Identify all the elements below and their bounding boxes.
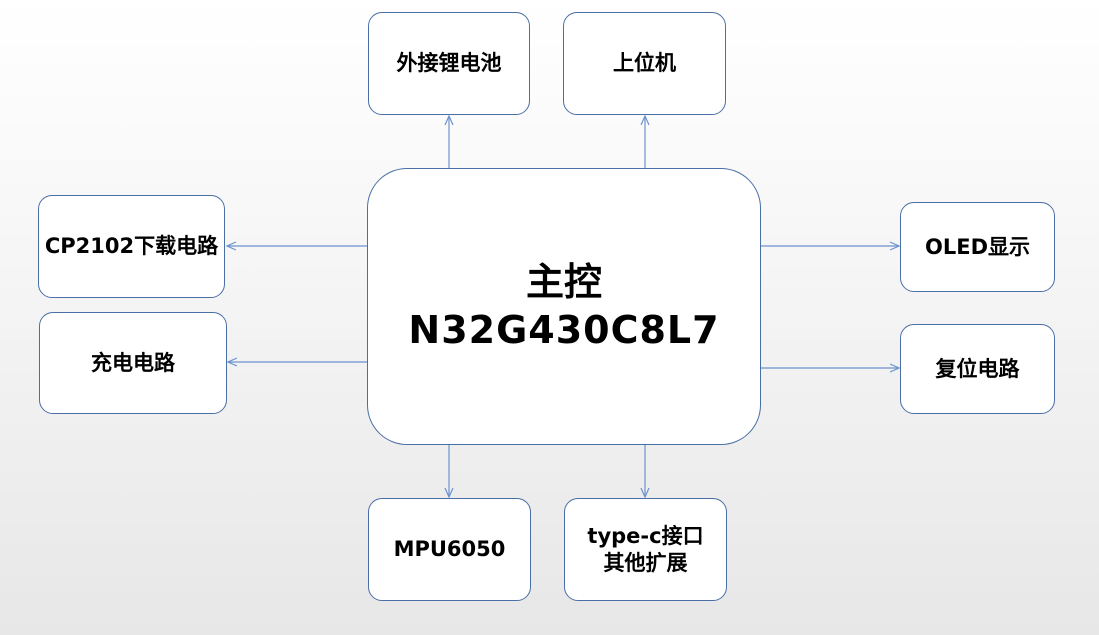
- main-controller-chip: N32G430C8L7: [408, 307, 720, 352]
- main-controller-block: 主控 N32G430C8L7: [367, 168, 761, 445]
- typec-block: type-c接口 其他扩展: [564, 498, 727, 601]
- battery-label: 外接锂电池: [396, 51, 502, 76]
- charging-block: 充电电路: [39, 312, 227, 414]
- expansion-label: 其他扩展: [603, 550, 688, 575]
- oled-label: OLED显示: [924, 234, 1030, 259]
- mpu6050-block: MPU6050: [368, 498, 531, 601]
- host-pc-block: 上位机: [563, 12, 726, 115]
- oled-block: OLED显示: [900, 202, 1055, 292]
- cp2102-label: CP2102下载电路: [44, 234, 219, 259]
- mpu6050-label: MPU6050: [393, 537, 506, 562]
- charging-label: 充电电路: [91, 350, 175, 375]
- main-controller-title: 主控: [525, 260, 602, 304]
- reset-label: 复位电路: [935, 356, 1020, 381]
- typec-label: type-c接口: [587, 524, 704, 549]
- battery-block: 外接锂电池: [368, 12, 530, 115]
- host-pc-label: 上位机: [613, 51, 676, 76]
- reset-block: 复位电路: [900, 324, 1055, 414]
- cp2102-block: CP2102下载电路: [38, 195, 225, 298]
